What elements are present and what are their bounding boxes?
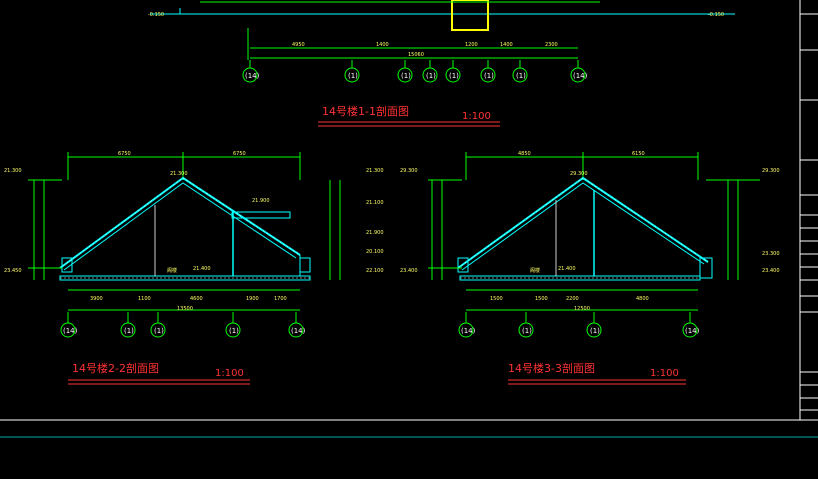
section-1-total: 15060 — [408, 52, 424, 58]
section-2-bottom-dim-1: 1100 — [138, 296, 151, 302]
section-3-elev-right-0: 29.300 — [762, 168, 780, 174]
section-2-elev-right-2: 21.900 — [366, 230, 384, 236]
section-2-axis-1: (1) — [124, 327, 134, 335]
section-1-drawing: 4950 1400 1200 1400 2300 15060 -0.150 -0… — [148, 0, 735, 127]
section-1-dim-2: 1200 — [465, 42, 478, 48]
section-2-title: 14号楼2-2剖面图 — [72, 361, 159, 375]
section-1-axis-3: (1) — [426, 72, 436, 80]
section-2-axis-4: (14) — [291, 327, 306, 335]
section-1-dim-1: 1400 — [376, 42, 389, 48]
section-2-label-3: 21.400 — [193, 266, 211, 272]
section-3-label-0: 29.300 — [570, 171, 588, 177]
section-3-elev-right-1: 23.300 — [762, 251, 780, 257]
section-2-bottom-dim-2: 4600 — [190, 296, 203, 302]
section-1-axis-7: (14) — [573, 72, 588, 80]
section-2-elev-right-4: 22.100 — [366, 268, 384, 274]
section-3-bottom-dim-2: 2200 — [566, 296, 579, 302]
section-2-elev-right-3: 20.100 — [366, 249, 384, 255]
section-2-label-2: 阁楼 — [167, 267, 177, 274]
section-2-label-1: 21.900 — [252, 198, 270, 204]
section-1-elev-right: -0.150 — [708, 12, 724, 18]
section-1-scale: 1:100 — [462, 111, 491, 122]
section-1-axis-4: (1) — [449, 72, 459, 80]
section-2-axis-0: (14) — [63, 327, 78, 335]
section-3-label-1: 阁楼 — [530, 267, 540, 274]
section-3-scale: 1:100 — [650, 368, 679, 379]
section-3-drawing: 4850 6150 29.300 阁楼 21.400 29.300 23.400… — [400, 151, 780, 385]
section-2-drawing: 6750 6750 阁楼 21.400 21.300 21.900 21.300… — [4, 151, 384, 385]
section-1-axis-1: (1) — [348, 72, 358, 80]
section-3-elev-left-0: 29.300 — [400, 168, 418, 174]
section-2-elev-right-1: 21.100 — [366, 200, 384, 206]
section-2-elev-left-1: 23.450 — [4, 268, 22, 274]
section-1-axis-6: (1) — [516, 72, 526, 80]
section-2-elev-right-0: 21.300 — [366, 168, 384, 174]
section-2-top-dim-0: 6750 — [118, 151, 131, 157]
section-3-axis-1: (1) — [522, 327, 532, 335]
section-3-bottom-dim-3: 4800 — [636, 296, 649, 302]
section-2-bottom-dim-0: 3900 — [90, 296, 103, 302]
section-1-axis-2: (1) — [401, 72, 411, 80]
section-1-dim-4: 2300 — [545, 42, 558, 48]
section-3-axis-2: (1) — [590, 327, 600, 335]
section-2-label-0: 21.300 — [170, 171, 188, 177]
section-2-axis-3: (1) — [229, 327, 239, 335]
section-3-label-2: 21.400 — [558, 266, 576, 272]
section-3-top-dim-1: 6150 — [632, 151, 645, 157]
section-1-dim-3: 1400 — [500, 42, 513, 48]
section-3-total: 12500 — [574, 306, 590, 312]
section-3-title: 14号楼3-3剖面图 — [508, 361, 595, 375]
section-3-axis-3: (14) — [685, 327, 700, 335]
section-1-dim-0: 4950 — [292, 42, 305, 48]
section-1-title: 14号楼1-1剖面图 — [322, 104, 409, 118]
section-2-bottom-dim-4: 1700 — [274, 296, 287, 302]
section-1-axis-0: (14) — [245, 72, 260, 80]
section-3-elev-left-1: 23.400 — [400, 268, 418, 274]
section-2-elev-left-0: 21.300 — [4, 168, 22, 174]
section-1-elev-left: -0.150 — [148, 12, 164, 18]
section-2-axis-2: (1) — [154, 327, 164, 335]
section-2-scale: 1:100 — [215, 368, 244, 379]
title-block — [799, 0, 818, 420]
section-1-axis-5: (1) — [484, 72, 494, 80]
section-2-total: 13500 — [177, 306, 193, 312]
section-3-elev-right-2: 23.400 — [762, 268, 780, 274]
section-3-axis-0: (14) — [461, 327, 476, 335]
section-3-bottom-dim-0: 1500 — [490, 296, 503, 302]
section-2-top-dim-1: 6750 — [233, 151, 246, 157]
section-2-bottom-dim-3: 1900 — [246, 296, 259, 302]
section-3-bottom-dim-1: 1500 — [535, 296, 548, 302]
section-3-top-dim-0: 4850 — [518, 151, 531, 157]
